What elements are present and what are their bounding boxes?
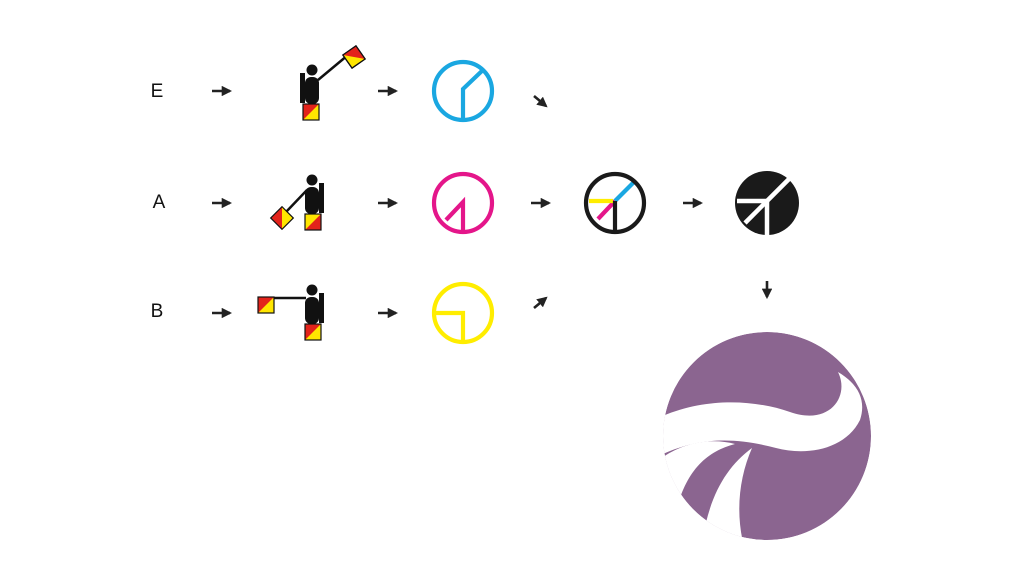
arrows — [212, 85, 773, 319]
semaphore-figure-b-icon — [257, 284, 324, 341]
circle-glyph-e-icon — [431, 59, 495, 123]
arrow-icon — [533, 296, 548, 309]
final-logo-icon — [663, 332, 871, 540]
circle-glyph-a-icon — [431, 171, 495, 235]
row-letter-b: B — [150, 301, 164, 322]
row-letter-e: E — [150, 81, 164, 102]
arrow-icon — [533, 95, 548, 108]
semaphore-figure-a-icon — [269, 174, 324, 231]
row-letter-a: A — [152, 192, 166, 213]
circle-glyph-b-icon — [431, 281, 495, 345]
combined-glyph-icon — [583, 171, 647, 235]
solid-glyph-icon — [735, 171, 799, 236]
semaphore-figure-e-icon — [300, 45, 366, 121]
